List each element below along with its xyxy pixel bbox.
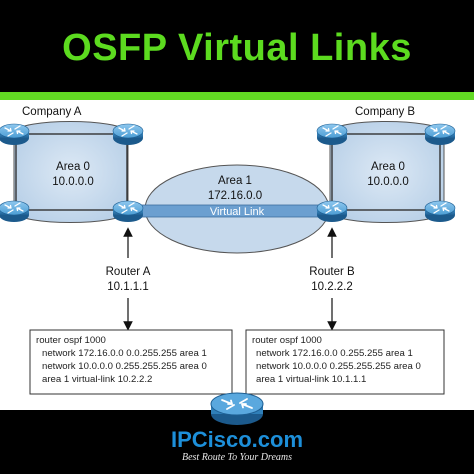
- router-icon: [112, 200, 144, 223]
- router-icon: [0, 123, 30, 146]
- area0-left-links: [15, 133, 128, 211]
- config-b-line: network 10.0.0.0 0.255.255.255 area 0: [256, 361, 421, 372]
- area0-left-name: Area 0: [56, 161, 90, 173]
- ipcisco-logo-router-icon: [210, 392, 264, 425]
- router-icon: [0, 200, 30, 223]
- config-a-line: router ospf 1000: [36, 335, 106, 346]
- area0-left-net: 10.0.0.0: [52, 176, 94, 188]
- company-a-label: Company A: [22, 106, 82, 118]
- router-icon: [424, 123, 456, 146]
- config-a-line: network 172.16.0.0 0.0.255.255 area 1: [42, 348, 207, 359]
- router-icon: [316, 200, 348, 223]
- router-icon: [316, 123, 348, 146]
- area0-right-links: [331, 133, 441, 211]
- area1-net: 172.16.0.0: [208, 190, 262, 202]
- brand-tagline: Best Route To Your Dreams: [181, 452, 292, 463]
- config-b-line: network 172.16.0.0 0.255.255 area 1: [256, 348, 413, 359]
- area0-right-name: Area 0: [371, 161, 405, 173]
- config-b-line: router ospf 1000: [252, 335, 322, 346]
- config-b-line: area 1 virtual-link 10.1.1.1: [256, 374, 366, 385]
- virtual-link-label: Virtual Link: [210, 206, 265, 218]
- area1-name: Area 1: [218, 175, 252, 187]
- router-a-ip: 10.1.1.1: [107, 281, 149, 293]
- config-a-line: network 10.0.0.0 0.255.255.255 area 0: [42, 361, 207, 372]
- area0-right-net: 10.0.0.0: [367, 176, 409, 188]
- brand-name: IPCisco.com: [170, 427, 304, 452]
- config-box-a: [29, 329, 233, 395]
- router-b-name: Router B: [309, 266, 355, 278]
- title-bar: OSFP Virtual Links: [0, 0, 474, 92]
- page-title: OSFP Virtual Links: [62, 27, 412, 69]
- config-box-b: [245, 329, 445, 395]
- config-a-line: area 1 virtual-link 10.2.2.2: [42, 374, 152, 385]
- title-underline: [0, 92, 474, 100]
- company-b-label: Company B: [355, 106, 415, 118]
- router-b-ip: 10.2.2.2: [311, 281, 353, 293]
- router-icon: [424, 200, 456, 223]
- router-a-name: Router A: [106, 266, 151, 278]
- router-icon: [112, 123, 144, 146]
